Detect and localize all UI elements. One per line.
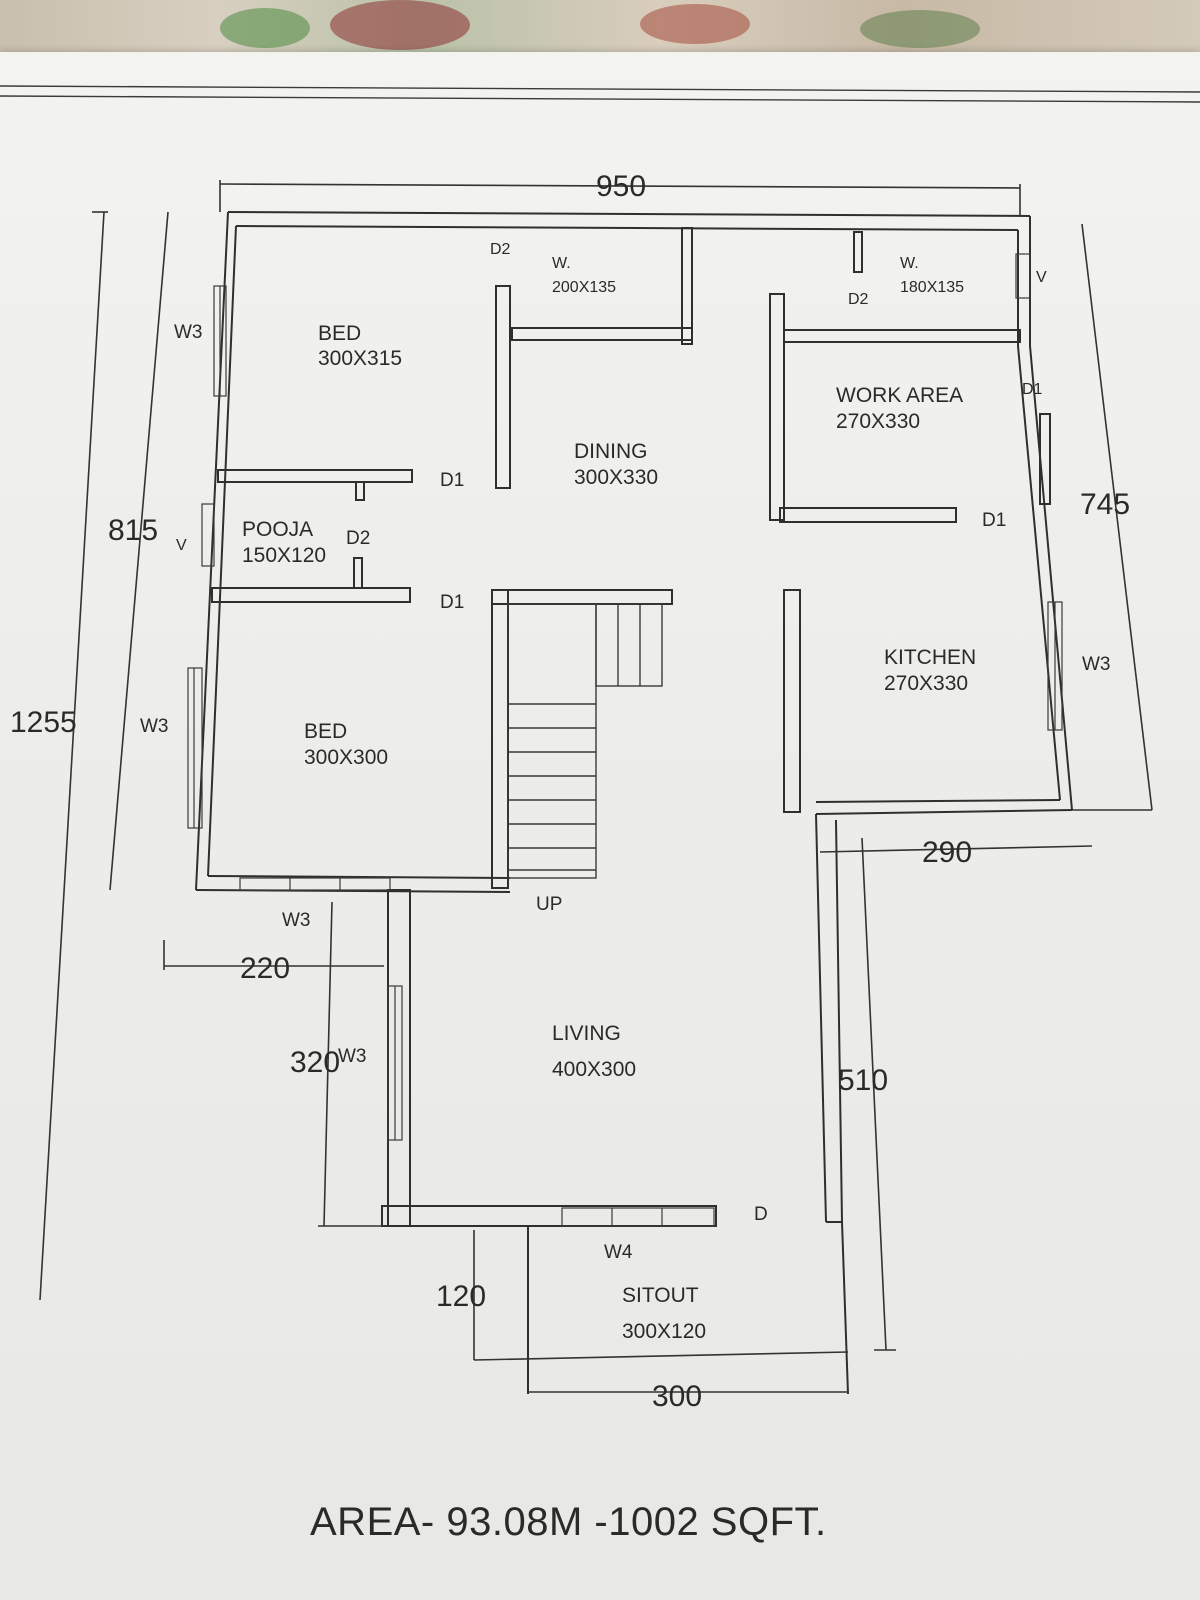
tag-w3-bed2-front: W3: [282, 910, 311, 931]
tag-d1-bed2: D1: [440, 592, 464, 613]
tag-d2-work: D2: [848, 291, 869, 308]
room-size-kitchen: 270X330: [884, 672, 968, 695]
carpet-pattern-green: [220, 8, 310, 48]
carpet-pattern-red-2: [640, 4, 750, 44]
room-name-living: LIVING: [552, 1022, 621, 1045]
opening-tags: D2 D2 V D1 W3 D1 D1 D2 V D1 W3 W3 W3 UP …: [140, 241, 1111, 1263]
dim-sitout-width: 300: [652, 1380, 702, 1413]
dim-sitout-depth: 120: [436, 1280, 486, 1313]
room-size-wardrobe-1: 200X135: [552, 279, 616, 296]
page-border-top-2: [0, 95, 1200, 103]
room-name-bed-1: BED: [318, 322, 361, 345]
room-name-bed-2: BED: [304, 720, 347, 743]
room-size-pooja: 150X120: [242, 544, 326, 567]
tag-w3-kitchen: W3: [1082, 654, 1111, 675]
room-name-sitout: SITOUT: [622, 1284, 699, 1307]
carpet-pattern-green-2: [860, 10, 980, 48]
windows: [187, 253, 1063, 1227]
dim-kitchen-width: 290: [922, 836, 972, 869]
dimension-lines: [39, 180, 1153, 1393]
dim-living-height: 320: [290, 1046, 340, 1079]
tag-d2-pooja: D2: [346, 528, 370, 549]
tag-v-work: V: [1036, 269, 1047, 286]
tag-w3-bed2: W3: [140, 716, 169, 737]
room-size-wardrobe-2: 180X135: [900, 279, 964, 296]
outer-walls: [195, 211, 1073, 893]
room-size-living: 400X300: [552, 1058, 636, 1081]
room-name-dining: DINING: [574, 440, 648, 463]
room-name-wardrobe-2: W.: [900, 255, 919, 272]
tag-w3-bed1: W3: [174, 322, 203, 343]
room-name-kitchen: KITCHEN: [884, 646, 976, 669]
interior-walls: [211, 227, 1051, 1395]
tag-d2-dining: D2: [490, 241, 511, 258]
room-name-wardrobe-1: W.: [552, 255, 571, 272]
dim-bed-offset: 220: [240, 952, 290, 985]
room-name-pooja: POOJA: [242, 518, 313, 541]
tag-d1-kitchen: D1: [982, 510, 1006, 531]
tag-d-main: D: [754, 1204, 768, 1225]
room-size-bed-1: 300X315: [318, 347, 402, 370]
room-name-work-area: WORK AREA: [836, 384, 963, 407]
dim-total-width: 950: [596, 170, 646, 203]
dim-left-upper: 815: [108, 514, 158, 547]
tag-d1-bed1: D1: [440, 470, 464, 491]
dimension-labels: 950 1255 815 745 290 220 320 510 120 300: [10, 170, 1130, 1413]
dim-right-upper: 745: [1080, 488, 1130, 521]
dim-front-depth: 510: [838, 1064, 888, 1097]
room-size-work-area: 270X330: [836, 410, 920, 433]
page-border-top: [0, 85, 1200, 93]
tag-up-stair: UP: [536, 894, 562, 915]
tag-w4-living: W4: [604, 1242, 633, 1263]
tag-v-pooja: V: [176, 537, 187, 554]
room-labels: BED 300X315 W. 200X135 W. 180X135 DINING…: [242, 255, 976, 1343]
room-size-dining: 300X330: [574, 466, 658, 489]
room-size-bed-2: 300X300: [304, 746, 388, 769]
tag-w3-living: W3: [338, 1046, 367, 1067]
room-size-sitout: 300X120: [622, 1320, 706, 1343]
tag-d1-work: D1: [1022, 381, 1043, 398]
dim-total-height: 1255: [10, 706, 77, 739]
area-summary: AREA- 93.08M -1002 SQFT.: [310, 1500, 827, 1544]
carpet-pattern-red: [330, 0, 470, 50]
staircase: [507, 603, 663, 879]
